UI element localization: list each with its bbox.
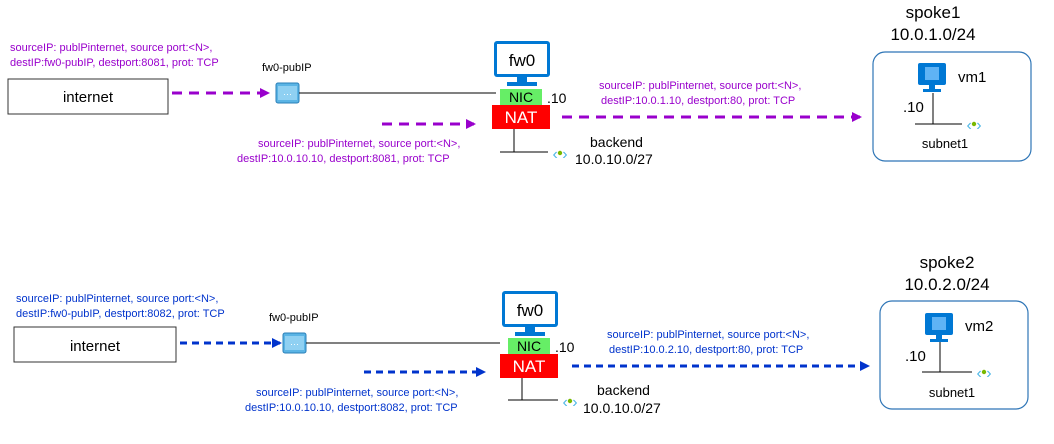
scenario-2: internet sourceIP: publPinternet, source… — [13, 253, 1029, 416]
inbound-note-line2: destIP:fw0-pubIP, destport:8081, prot: T… — [10, 57, 219, 69]
nat-label: NAT — [505, 108, 538, 127]
backend-cidr: 10.0.10.0/27 — [575, 151, 653, 167]
svg-text:···: ··· — [283, 89, 292, 99]
vm-label: vm2 — [965, 318, 993, 335]
internet-box: internet — [13, 326, 177, 363]
spoke-vnet-box — [872, 51, 1032, 162]
dnat-note-line1: sourceIP: publPinternet, source port:<N>… — [258, 138, 460, 150]
nic-ip: .10 — [547, 90, 567, 106]
spoke-cidr: 10.0.2.0/24 — [904, 275, 989, 294]
inbound-note-line2: destIP:fw0-pubIP, destport:8082, prot: T… — [16, 308, 225, 320]
forward-note-line2: destIP:10.0.1.10, destport:80, prot: TCP — [601, 95, 795, 107]
nic-ip: .10 — [555, 339, 575, 355]
forward-note-line1: sourceIP: publPinternet, source port:<N>… — [607, 329, 809, 341]
vm-label: vm1 — [958, 69, 986, 86]
fw-label: fw0 — [517, 301, 543, 320]
nic-label: NIC — [509, 89, 533, 105]
dnat-note-line2: destIP:10.0.10.10, destport:8082, prot: … — [245, 402, 458, 414]
nat-box — [492, 105, 550, 129]
dnat-note-line1: sourceIP: publPinternet, source port:<N>… — [256, 387, 458, 399]
inbound-note-line1: sourceIP: publPinternet, source port:<N>… — [16, 293, 218, 305]
subnet-icon: ‹ › — [552, 146, 567, 163]
firewall-vm-icon — [502, 291, 558, 336]
internet-box: internet — [7, 78, 169, 115]
subnet-label: subnet1 — [922, 136, 968, 151]
forward-note-line1: sourceIP: publPinternet, source port:<N>… — [599, 80, 801, 92]
vm-icon — [918, 63, 946, 92]
nic-box — [508, 338, 550, 354]
backend-label: backend — [597, 382, 650, 398]
spoke-cidr: 10.0.1.0/24 — [890, 25, 975, 44]
svg-text:···: ··· — [290, 339, 299, 349]
nic-box — [500, 89, 542, 105]
subnet-icon: ‹ › — [976, 365, 991, 382]
vm-icon — [925, 313, 953, 342]
nat-box — [500, 354, 558, 378]
internet-label: internet — [70, 338, 121, 355]
forward-note-line2: destIP:10.0.2.10, destport:80, prot: TCP — [609, 344, 803, 356]
subnet-label: subnet1 — [929, 385, 975, 400]
spoke-name: spoke2 — [920, 253, 975, 272]
pubip-label: fw0-pubIP — [269, 312, 319, 324]
public-ip-icon: ··· — [275, 82, 300, 104]
backend-cidr: 10.0.10.0/27 — [583, 400, 661, 416]
fw-label: fw0 — [509, 51, 535, 70]
nic-label: NIC — [517, 338, 541, 354]
pubip-label: fw0-pubIP — [262, 62, 312, 74]
subnet-icon: ‹ › — [966, 117, 981, 134]
spoke-vnet-box — [879, 300, 1029, 410]
backend-label: backend — [590, 134, 643, 150]
subnet-icon: ‹ › — [562, 394, 577, 411]
vm-ip: .10 — [903, 99, 924, 116]
public-ip-icon: ··· — [282, 332, 307, 354]
spoke-name: spoke1 — [906, 3, 961, 22]
scenario-1: internet sourceIP: publPinternet, source… — [7, 3, 1032, 167]
dnat-note-line2: destIP:10.0.10.10, destport:8081, prot: … — [237, 153, 450, 165]
vm-ip: .10 — [905, 348, 926, 365]
nat-label: NAT — [513, 357, 546, 376]
inbound-note-line1: sourceIP: publPinternet, source port:<N>… — [10, 42, 212, 54]
firewall-vm-icon — [494, 41, 550, 86]
internet-label: internet — [63, 89, 114, 106]
